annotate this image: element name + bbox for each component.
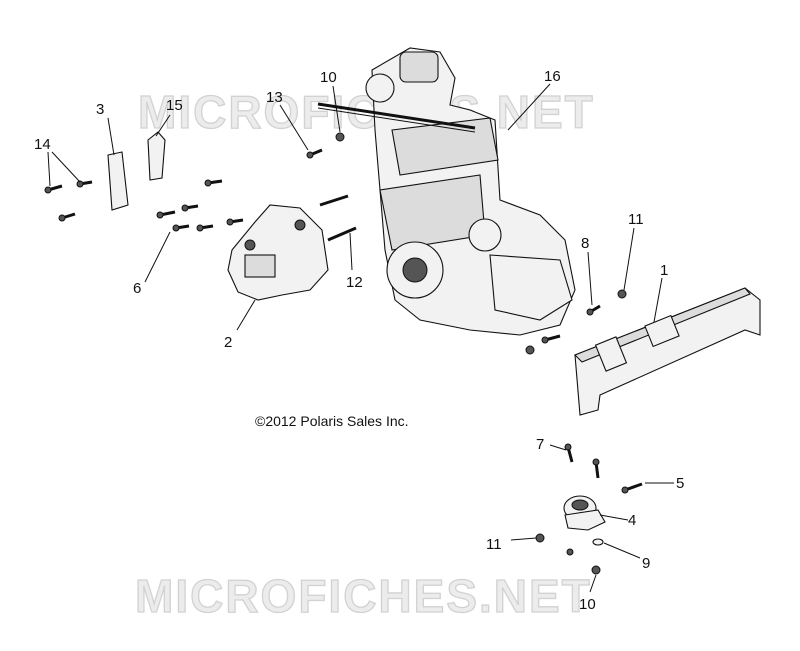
callout-4: 4 [628,512,636,529]
callout-1: 1 [660,262,668,279]
callout-10-bottom: 10 [579,596,596,613]
callout-10-top: 10 [320,69,337,86]
copyright-text: ©2012 Polaris Sales Inc. [255,413,409,429]
callout-8: 8 [581,235,589,252]
callout-13: 13 [266,89,283,106]
callout-3: 3 [96,101,104,118]
callout-5: 5 [676,475,684,492]
fasteners [44,132,643,575]
callout-16: 16 [544,68,561,85]
link-15 [147,131,166,181]
callout-6: 6 [133,280,141,297]
callout-7: 7 [536,436,544,453]
callout-12: 12 [346,274,363,291]
callout-2: 2 [224,334,232,351]
plate-3 [107,151,129,211]
callout-9: 9 [642,555,650,572]
callouts: 1 2 3 4 5 6 7 8 9 10 10 11 11 12 13 14 1… [34,68,684,613]
leader-lines [47,83,674,593]
callout-15: 15 [166,97,183,114]
callout-14: 14 [34,136,51,153]
engine-mount-4 [563,495,606,531]
mount-bracket-2 [227,204,329,301]
callout-11-top: 11 [628,211,644,228]
watermark-bottom: MICROFICHES.NET [135,570,592,622]
frame-crossmember-1 [574,287,761,416]
callout-11-bottom: 11 [486,536,502,553]
engine-assembly [317,47,576,336]
